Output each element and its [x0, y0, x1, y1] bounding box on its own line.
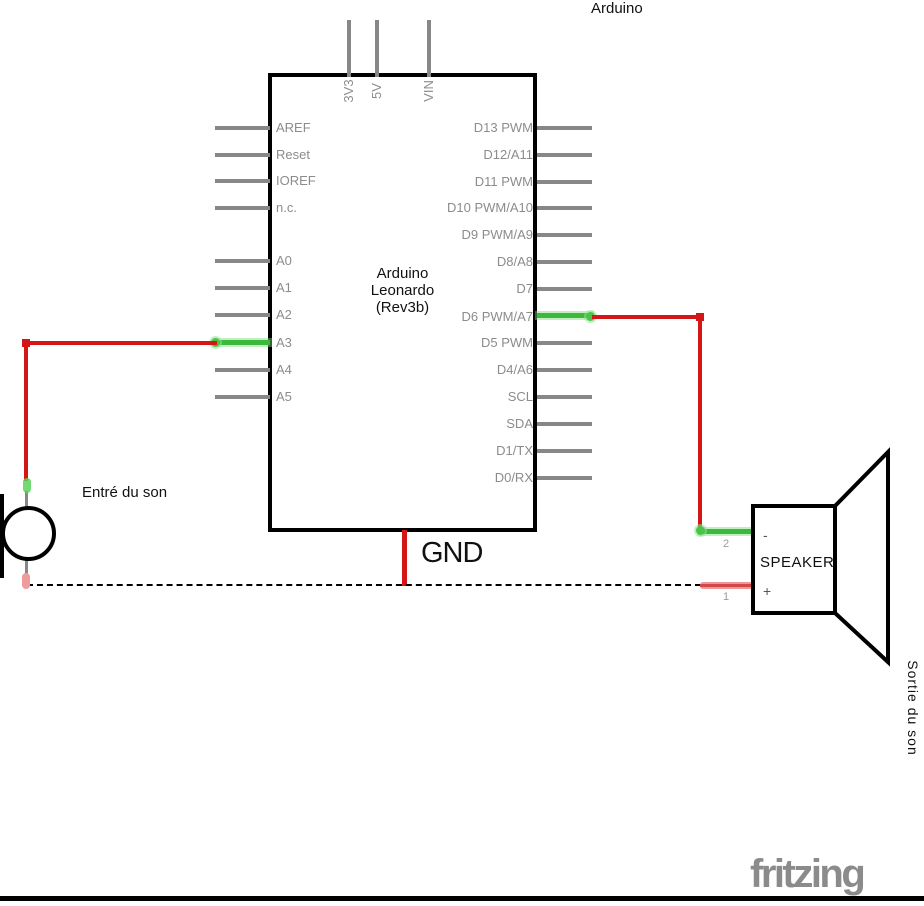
- pin-line-d9: [537, 233, 592, 237]
- pin-line-sda: [537, 422, 592, 426]
- pin-label-d13: D13 PWM: [473, 120, 533, 135]
- pin-label-vin: VIN: [421, 80, 436, 102]
- sound-output-label: Sortie du son: [905, 660, 921, 756]
- pin-line-a2: [215, 313, 270, 317]
- mic-top-pin-highlight: [23, 478, 31, 493]
- pin-label-scl: SCL: [507, 389, 533, 404]
- pin-label-nc: n.c.: [276, 200, 297, 215]
- pin-line-d13: [537, 126, 592, 130]
- pin-label-d1tx: D1/TX: [496, 443, 533, 458]
- pin-label-d7: D7: [516, 281, 533, 296]
- speaker-pin2-wire: [700, 529, 753, 534]
- pin-label-a0: A0: [276, 253, 292, 268]
- pin-line-d1tx: [537, 449, 592, 453]
- pin-label-d10: D10 PWM/A10: [447, 200, 533, 215]
- pin-label-d5: D5 PWM: [481, 335, 533, 350]
- speaker-horn: [833, 447, 890, 667]
- speaker-minus-label: -: [763, 527, 768, 543]
- pin-line-d7: [537, 287, 592, 291]
- wire-mic-a3-horizontal: [24, 341, 217, 345]
- mic-top-pin: [25, 491, 28, 508]
- fritzing-logo: fritzing: [750, 852, 866, 896]
- pin-label-d12: D12/A11: [483, 147, 533, 162]
- pin-line-5v: [375, 20, 379, 77]
- pin-label-sda: SDA: [506, 416, 533, 431]
- pin-dot-d6: [586, 312, 595, 321]
- pin-line-a1: [215, 286, 270, 290]
- pin-label-a4: A4: [276, 362, 292, 377]
- pin-line-d11: [537, 180, 592, 184]
- pin-label-ioref: IOREF: [276, 173, 316, 188]
- speaker-pin1-number: 1: [723, 591, 730, 603]
- pin-line-d10: [537, 206, 592, 210]
- pin-line-d0rx: [537, 476, 592, 480]
- pin-label-3v3: 3V3: [341, 79, 356, 103]
- pin-line-a0: [215, 259, 270, 263]
- pin-line-d5: [537, 341, 592, 345]
- pin-line-a5: [215, 395, 270, 399]
- speaker-pin1-wire-core: [700, 584, 753, 587]
- speaker-pin1-wire: [700, 582, 753, 589]
- pin-label-d11: D11 PWM: [474, 174, 533, 189]
- pin-label-d8: D8/A8: [496, 254, 533, 269]
- ground-bus-dashed-line: [27, 584, 701, 586]
- pin-line-d12: [537, 153, 592, 157]
- speaker-body: [751, 504, 837, 615]
- pin-line-scl: [537, 395, 592, 399]
- bottom-border: [0, 896, 924, 901]
- wire-d6-speaker-vertical: [698, 315, 702, 531]
- speaker-plus-label: +: [763, 583, 772, 599]
- mic-circle: [1, 506, 56, 561]
- pin-label-d0rx: D0/RX: [494, 470, 533, 485]
- pin-line-d6-highlighted: [537, 313, 592, 318]
- pin-label-d6: D6 PWM/A7: [461, 309, 533, 324]
- pin-line-reset: [215, 153, 270, 157]
- pin-line-nc: [215, 206, 270, 210]
- pin-line-vin: [427, 20, 431, 77]
- schematic-title: Arduino: [591, 0, 643, 17]
- gnd-wire: [402, 530, 407, 586]
- pin-label-reset: Reset: [276, 147, 310, 162]
- gnd-label: GND: [421, 537, 483, 569]
- pin-label-a2: A2: [276, 307, 292, 322]
- wire-mic-a3-vertical: [24, 341, 28, 481]
- pin-label-a5: A5: [276, 389, 292, 404]
- arduino-part-label: Arduino Leonardo (Rev3b): [370, 265, 435, 316]
- pin-line-3v3: [347, 20, 351, 77]
- pin-line-a3-highlighted: [215, 340, 270, 345]
- pin-label-d9: D9 PWM/A9: [461, 227, 533, 242]
- pin-line-d8: [537, 260, 592, 264]
- speaker-pin2-number: 2: [723, 538, 730, 550]
- pin-label-a1: A1: [276, 280, 292, 295]
- arduino-box: [268, 73, 537, 532]
- pin-label-d4: D4/A6: [496, 362, 533, 377]
- wire-d6-speaker-horizontal: [592, 315, 702, 319]
- sound-input-label: Entré du son: [82, 484, 168, 501]
- pin-label-aref: AREF: [276, 120, 311, 135]
- pin-line-a4: [215, 368, 270, 372]
- pin-line-d4: [537, 368, 592, 372]
- mic-bottom-pin-highlight: [22, 573, 30, 589]
- pin-line-aref: [215, 126, 270, 130]
- pin-label-a3: A3: [276, 335, 292, 350]
- pin-label-5v: 5V: [369, 83, 384, 99]
- speaker-name: SPEAKER: [760, 554, 835, 571]
- pin-line-ioref: [215, 179, 270, 183]
- speaker-pin2-dot: [696, 526, 705, 535]
